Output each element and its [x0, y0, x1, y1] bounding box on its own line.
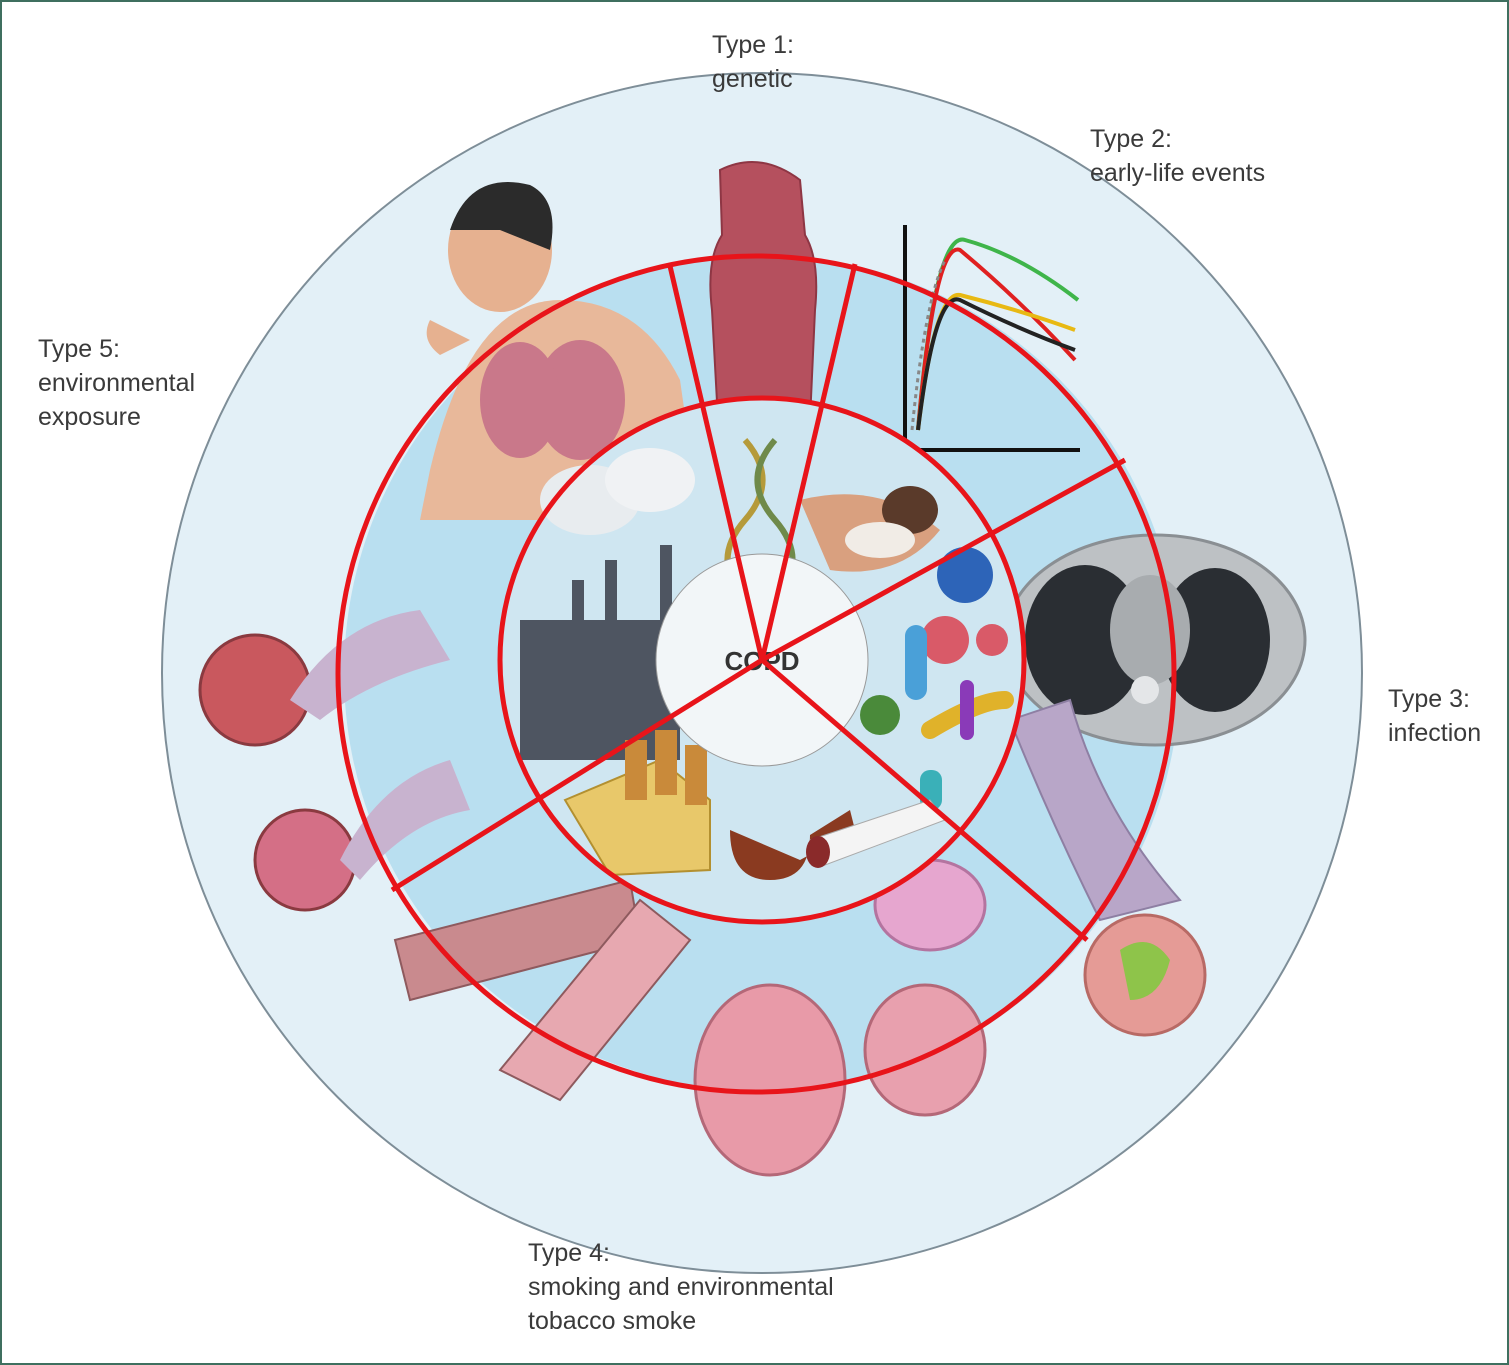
type-3-label: Type 3: infection — [1388, 682, 1481, 750]
type-1-label: Type 1: genetic — [712, 28, 794, 96]
type-4-description-line-1: smoking and environmental — [528, 1270, 834, 1304]
type-5-heading: Type 5: — [38, 332, 195, 366]
type-1-description: genetic — [712, 62, 794, 96]
type-4-label: Type 4: smoking and environmental tobacc… — [528, 1236, 834, 1338]
type-1-heading: Type 1: — [712, 28, 794, 62]
type-3-heading: Type 3: — [1388, 682, 1481, 716]
type-4-description-line-2: tobacco smoke — [528, 1304, 834, 1338]
type-2-heading: Type 2: — [1090, 122, 1265, 156]
type-4-heading: Type 4: — [528, 1236, 834, 1270]
type-3-description: infection — [1388, 716, 1481, 750]
type-5-description-line-1: environmental — [38, 366, 195, 400]
type-5-description-line-2: exposure — [38, 400, 195, 434]
type-5-label: Type 5: environmental exposure — [38, 332, 195, 434]
type-2-label: Type 2: early-life events — [1090, 122, 1265, 190]
lung-tissue-icon — [710, 162, 816, 420]
type-2-description: early-life events — [1090, 156, 1265, 190]
